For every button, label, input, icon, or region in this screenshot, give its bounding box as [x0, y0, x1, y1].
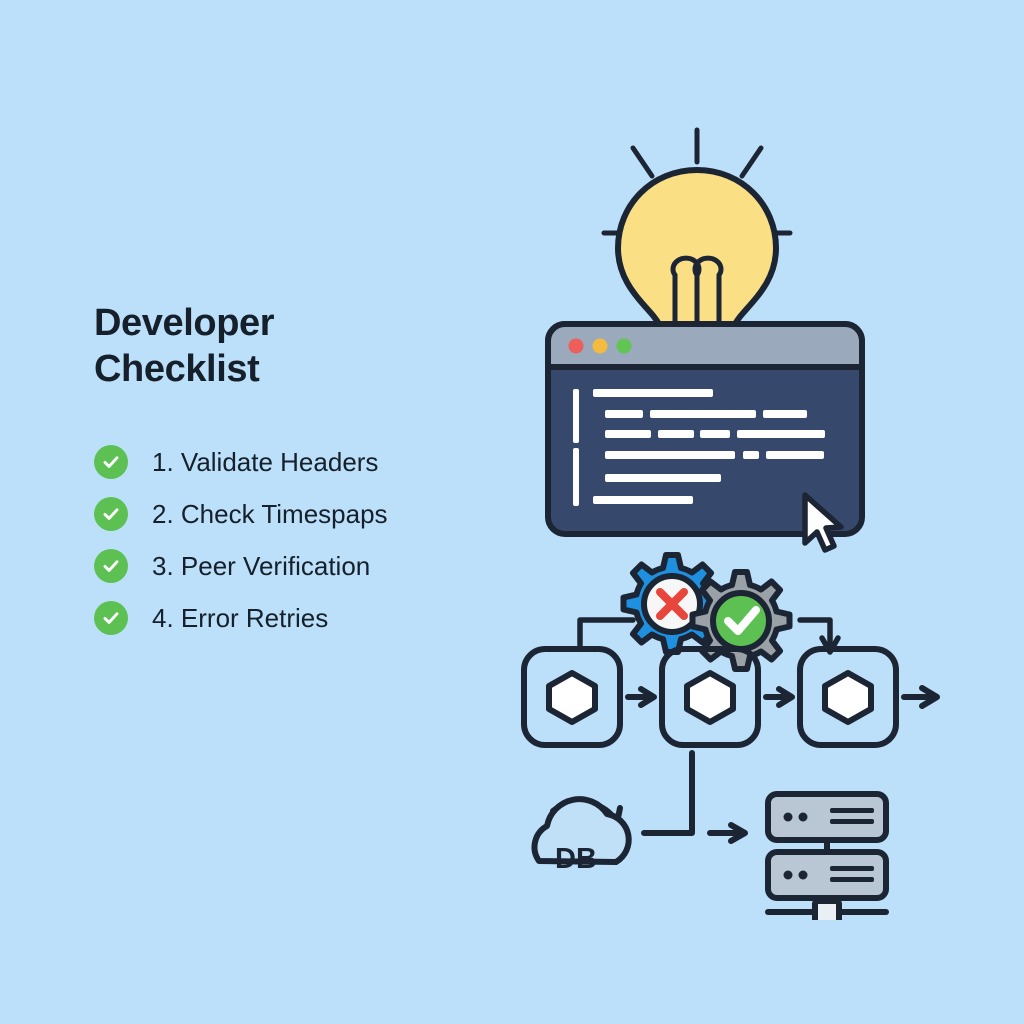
list-item-label: 4. Error Retries — [152, 602, 329, 633]
hexagon-icon — [546, 670, 598, 725]
server-led — [798, 812, 808, 822]
server-vents — [830, 808, 874, 824]
pipeline-node[interactable] — [659, 646, 761, 748]
check-circle-icon — [94, 497, 128, 531]
list-item[interactable]: 3. Peer Verification — [94, 540, 474, 592]
gear-error-icon[interactable] — [620, 552, 724, 655]
server-node-box — [812, 898, 842, 920]
pipeline-output-arrow — [901, 685, 940, 709]
illustration-group: DB — [500, 100, 960, 920]
code-lines — [593, 389, 825, 504]
database-label: DB — [555, 843, 597, 875]
window-maximize-button[interactable] — [616, 338, 632, 354]
list-item-label: 3. Peer Verification — [152, 550, 371, 581]
illustration-svg: DB — [521, 127, 940, 920]
server-vents — [830, 866, 874, 882]
page-title: Developer Checklist — [94, 302, 275, 390]
server-stack-icon[interactable] — [765, 791, 889, 920]
pipeline-branch-connector — [641, 750, 748, 844]
pipeline-node[interactable] — [797, 646, 899, 748]
hexagon-icon — [684, 670, 736, 725]
check-circle-icon — [94, 445, 128, 479]
x-mark-icon — [656, 588, 688, 620]
server-led — [798, 870, 808, 880]
list-item[interactable]: 1. Validate Headers — [94, 436, 474, 488]
list-item[interactable]: 4. Error Retries — [94, 592, 474, 644]
list-item[interactable]: 2. Check Timespaps — [94, 488, 474, 540]
pipeline-node-box — [797, 646, 899, 748]
pipeline-arrow — [763, 686, 795, 708]
check-mark-icon — [724, 606, 760, 635]
list-item-label: 1. Validate Headers — [152, 446, 379, 477]
code-gutter — [573, 389, 579, 506]
pipeline-arrow — [625, 686, 657, 708]
developer-checklist-panel: Developer Checklist 1. Validate Headers … — [94, 300, 474, 644]
window-close-button[interactable] — [568, 338, 584, 354]
check-circle-icon — [94, 549, 128, 583]
code-window-icon[interactable] — [545, 321, 865, 553]
gear-success-hub — [710, 590, 772, 652]
server-led — [783, 812, 793, 822]
pipeline-node-box — [521, 646, 623, 748]
hexagon-icon — [822, 670, 874, 725]
cloud-database-icon[interactable]: DB — [531, 796, 632, 875]
pipeline-flow-icon — [521, 646, 940, 844]
server-led — [783, 870, 793, 880]
code-window-titlebar — [545, 321, 865, 370]
pipeline-node[interactable] — [521, 646, 623, 748]
pipeline-node-box — [659, 646, 761, 748]
list-item-label: 2. Check Timespaps — [152, 498, 388, 529]
check-circle-icon — [94, 601, 128, 635]
lightbulb-filament — [670, 255, 724, 347]
mouse-pointer-icon — [802, 492, 844, 553]
window-minimize-button[interactable] — [592, 338, 608, 354]
cloud-shape — [531, 796, 632, 865]
gear-success-icon[interactable] — [689, 569, 793, 672]
